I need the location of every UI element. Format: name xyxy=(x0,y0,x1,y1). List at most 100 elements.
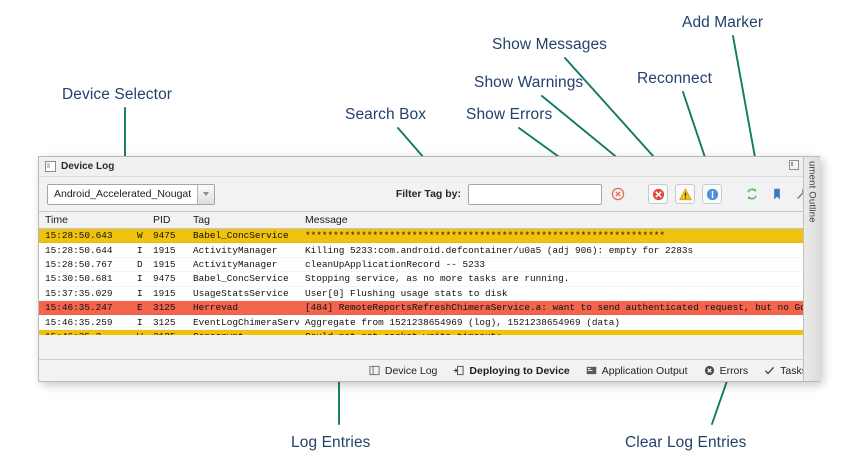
tab-device-log[interactable]: Device Log xyxy=(45,161,114,172)
cell-tag: Conscrypt xyxy=(187,331,299,335)
cell-tag: Babel_ConcService xyxy=(193,230,289,242)
device-log-icon xyxy=(369,365,380,376)
device-selector-chevron-down-icon[interactable] xyxy=(197,184,215,204)
annotation-reconnect: Reconnect xyxy=(637,70,713,87)
cell-pid: 3125 xyxy=(147,331,187,335)
status-item-tasks-label: Tasks xyxy=(780,364,807,377)
search-box[interactable] xyxy=(468,183,602,205)
search-input[interactable] xyxy=(469,184,601,204)
status-item-deploying-to-device[interactable]: Deploying to Device xyxy=(453,364,570,377)
cell-time: 15:46:35.3 xyxy=(39,331,131,335)
cell-message: cleanUpApplicationRecord -- 5233 xyxy=(305,258,486,270)
cell-pid: 9475 xyxy=(153,230,176,242)
table-row[interactable]: 15:46:35.247 E 3125 Herrevad [484] RemoteRep… xyxy=(39,300,819,316)
cell-level: E xyxy=(137,302,143,314)
cell-pid: 1915 xyxy=(153,258,176,270)
table-row[interactable]: 15:46:35.259 I 3125 EventLogChimeraService A… xyxy=(39,315,819,330)
tab-device-log-label: Device Log xyxy=(61,161,115,172)
app-output-icon xyxy=(586,366,597,375)
column-header-tag[interactable]: Tag xyxy=(193,214,210,226)
cell-time: 15:28:50.644 xyxy=(45,244,113,256)
cell-pid: 3125 xyxy=(153,316,176,328)
status-item-errors[interactable]: Errors xyxy=(704,364,749,377)
cell-time: 15:46:35.247 xyxy=(45,302,113,314)
annotation-device-selector: Device Selector xyxy=(62,86,173,103)
annotation-clear-log-entries: Clear Log Entries xyxy=(625,434,747,451)
errors-icon xyxy=(704,365,714,376)
cell-message: Aggregate from 1521238654969 (log), 1521… xyxy=(305,316,621,328)
status-item-device-log-label: Device Log xyxy=(384,364,438,377)
cell-time: 15:28:50.643 xyxy=(45,230,113,242)
log-table-header: Time PID Tag Message xyxy=(39,212,819,229)
cell-level: W xyxy=(131,331,147,335)
cell-time: 15:46:35.259 xyxy=(45,316,113,328)
device-selector[interactable]: Android_Accelerated_Nougat xyxy=(47,183,216,205)
cell-pid: 9475 xyxy=(153,273,176,285)
cell-time: 15:30:50.681 xyxy=(45,273,113,285)
table-row[interactable]: 15:28:50.767 D 1915 ActivityManager cleanUpA… xyxy=(39,257,819,273)
column-header-time[interactable]: Time xyxy=(45,214,68,226)
panel-titlebar: Device Log ✕ xyxy=(39,157,819,177)
device-log-icon xyxy=(45,161,56,172)
show-messages-icon[interactable] xyxy=(702,184,722,204)
cell-pid: 1915 xyxy=(153,287,176,299)
filter-tag-label: Filter Tag by: xyxy=(395,188,461,200)
annotation-show-errors: Show Errors xyxy=(466,106,553,123)
cell-time: 15:37:35.029 xyxy=(45,287,113,299)
annotation-show-warnings: Show Warnings xyxy=(474,74,584,91)
clear-filter-icon[interactable] xyxy=(609,185,627,203)
status-item-application-output[interactable]: Application Output xyxy=(586,365,688,377)
cell-level: I xyxy=(137,287,143,299)
cell-message: User[0] Flushing usage stats to disk xyxy=(305,287,508,299)
column-header-pid[interactable]: PID xyxy=(153,214,171,226)
device-selector-value: Android_Accelerated_Nougat xyxy=(54,188,192,200)
cell-level: I xyxy=(137,244,143,256)
annotation-search-box: Search Box xyxy=(345,106,427,123)
cell-time: 15:28:50.767 xyxy=(45,258,113,270)
status-item-application-output-label: Application Output xyxy=(601,364,688,377)
cell-tag: Herrevad xyxy=(193,302,239,314)
cell-message: ****************************************… xyxy=(305,230,666,242)
cell-pid: 1915 xyxy=(153,244,176,256)
cell-pid: 3125 xyxy=(153,302,176,314)
column-header-message[interactable]: Message xyxy=(305,214,348,226)
table-row[interactable]: 15:46:35.3W3125ConscryptCould not set so… xyxy=(39,329,819,335)
table-row[interactable]: 15:28:50.644 I 1915 ActivityManager Killing … xyxy=(39,243,819,258)
cell-message: Killing 5233:com.android.defcontainer/u0… xyxy=(305,244,694,256)
cell-level: I xyxy=(137,316,143,328)
annotation-add-marker: Add Marker xyxy=(682,14,764,31)
annotation-log-entries: Log Entries xyxy=(291,434,371,451)
deploy-icon xyxy=(453,365,464,376)
cell-tag: UsageStatsService xyxy=(193,287,289,299)
annotation-show-messages: Show Messages xyxy=(492,36,608,53)
cell-tag: EventLogChimeraService xyxy=(193,316,299,328)
restore-icon[interactable] xyxy=(789,160,800,170)
cell-tag: Babel_ConcService xyxy=(193,273,289,285)
cell-tag: ActivityManager xyxy=(193,244,278,256)
table-row[interactable]: 15:28:50.643 W 9475 Babel_ConcService ******… xyxy=(39,229,819,244)
cell-level: I xyxy=(137,273,143,285)
cell-message: Could not set socket write timeout: xyxy=(299,331,819,335)
status-item-device-log[interactable]: Device Log xyxy=(369,364,438,377)
status-item-deploying-label: Deploying to Device xyxy=(469,364,570,377)
reconnect-icon[interactable] xyxy=(743,185,761,203)
cell-level: D xyxy=(137,258,143,270)
cell-message: [484] RemoteReportsRefreshChimeraService… xyxy=(305,302,819,314)
add-marker-icon[interactable] xyxy=(768,185,786,203)
cell-level: W xyxy=(137,230,143,242)
filter-area: Filter Tag by: xyxy=(396,177,811,211)
status-item-tasks[interactable]: Tasks xyxy=(764,365,807,377)
table-row[interactable]: 15:30:50.681 I 9475 Babel_ConcService Stoppi… xyxy=(39,272,819,287)
status-bar: Device Log Deploying to Device Applicati… xyxy=(39,359,819,381)
document-outline-strip[interactable]: ument Outline xyxy=(803,157,820,381)
status-item-errors-label: Errors xyxy=(719,364,749,377)
tasks-check-icon xyxy=(765,366,775,375)
show-errors-icon[interactable] xyxy=(648,184,668,204)
cell-message: Stopping service, as no more tasks are r… xyxy=(305,273,570,285)
cell-tag: ActivityManager xyxy=(193,258,278,270)
table-row[interactable]: 15:37:35.029 I 1915 UsageStatsService User[0… xyxy=(39,286,819,301)
show-warnings-icon[interactable] xyxy=(675,184,695,204)
device-log-window: Device Log ✕ Android_Accelerated_Nougat … xyxy=(38,156,820,382)
